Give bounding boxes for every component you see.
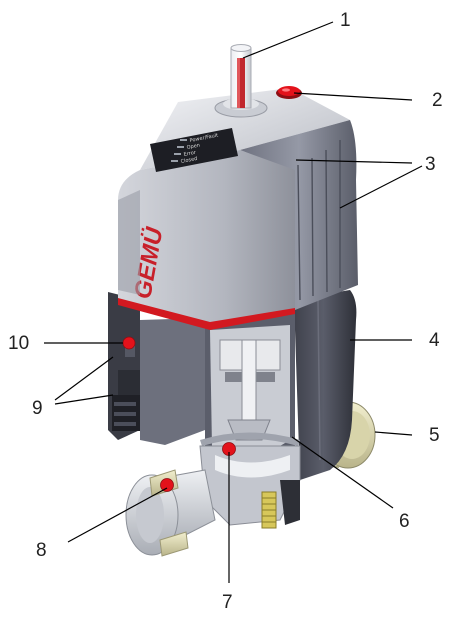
led-label-open: Open: [186, 143, 200, 151]
callout-4: 4: [429, 330, 440, 351]
callout-3: 3: [425, 154, 436, 175]
lower-housing: [290, 290, 357, 480]
callout-2: 2: [432, 90, 443, 111]
callout-6: 6: [399, 511, 410, 532]
position-indicator: [214, 44, 268, 118]
side-module: [108, 292, 142, 440]
callout-7: 7: [222, 592, 233, 613]
marker-10: [122, 336, 136, 350]
led-label-closed: Closed: [180, 156, 198, 165]
led-label-error: Error: [183, 150, 197, 158]
leader-lines: [44, 21, 423, 583]
callout-9: 9: [32, 398, 43, 419]
actuator-housing: GEMÜ: [118, 88, 358, 330]
callout-10: 10: [8, 333, 29, 354]
callout-1: 1: [340, 10, 351, 31]
marker-8: [160, 478, 174, 492]
status-led-panel: Power/Fault Open Error Closed: [171, 133, 219, 165]
top-red-cap: [276, 86, 302, 99]
led-label-power-fault: Power/Fault: [189, 133, 218, 144]
cutaway-body: [140, 310, 301, 529]
callout-5: 5: [429, 425, 440, 446]
callout-8: 8: [36, 540, 47, 561]
